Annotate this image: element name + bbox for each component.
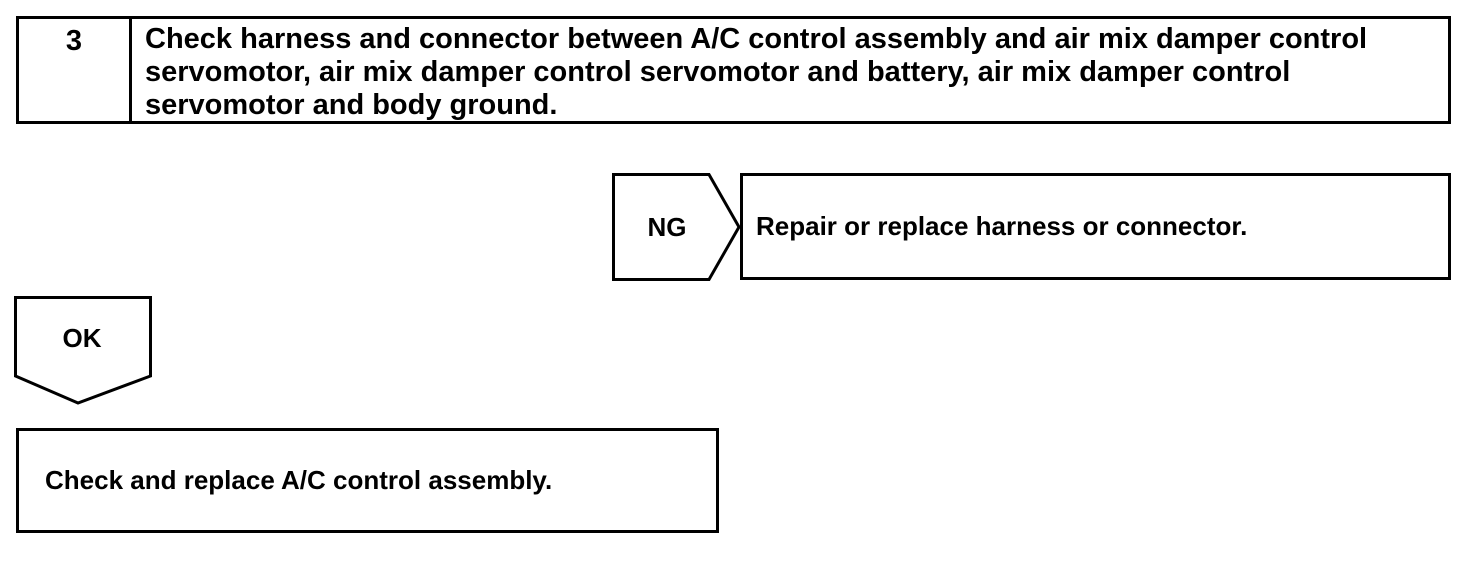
step-box: 3 Check harness and connector between A/…: [16, 16, 1451, 124]
ok-label: OK: [62, 322, 102, 353]
ng-result-box: Repair or replace harness or connector.: [740, 173, 1451, 280]
ng-result-text: Repair or replace harness or connector.: [756, 211, 1248, 241]
ok-arrow-icon: [14, 296, 152, 405]
ok-result-box: Check and replace A/C control assembly.: [16, 428, 719, 533]
ng-label: NG: [647, 211, 687, 242]
step-number: 3: [19, 19, 132, 121]
ng-arrow-icon: [612, 173, 741, 281]
step-description: Check harness and connector between A/C …: [145, 23, 1368, 121]
ok-result-text: Check and replace A/C control assembly.: [45, 465, 553, 495]
